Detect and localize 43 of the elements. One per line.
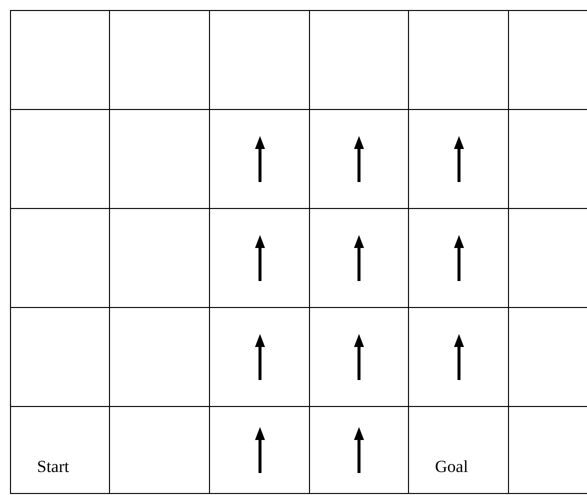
grid-cell	[11, 209, 109, 307]
grid-cell	[409, 407, 508, 493]
up-arrow	[353, 136, 365, 182]
grid-cell	[11, 407, 109, 493]
cell-label: Goal	[435, 456, 468, 478]
up-arrow	[353, 235, 365, 281]
up-arrow	[254, 136, 266, 182]
up-arrow	[353, 427, 365, 473]
grid-cell	[509, 11, 587, 109]
grid-cell	[310, 407, 408, 493]
grid-cell	[409, 11, 508, 109]
grid-cell	[509, 209, 587, 307]
grid-cell	[310, 308, 408, 406]
grid-cell	[110, 209, 209, 307]
grid-cell	[210, 11, 309, 109]
up-arrow	[254, 427, 266, 473]
grid-cell	[310, 110, 408, 208]
grid-cell	[310, 11, 408, 109]
grid-cell	[409, 308, 508, 406]
grid-cell	[310, 209, 408, 307]
up-arrow	[353, 334, 365, 380]
grid-cell	[110, 110, 209, 208]
cell-label: Start	[37, 456, 70, 478]
grid-cell	[11, 308, 109, 406]
up-arrow	[254, 334, 266, 380]
grid-cell	[509, 407, 587, 493]
grid-cell	[11, 110, 109, 208]
up-arrow	[452, 235, 464, 281]
up-arrow	[452, 136, 464, 182]
grid-cell	[210, 209, 309, 307]
grid-cell	[110, 11, 209, 109]
grid-cell	[210, 407, 309, 493]
grid-cell	[509, 308, 587, 406]
grid-cell	[409, 209, 508, 307]
grid-cell	[509, 110, 587, 208]
grid-cell	[210, 110, 309, 208]
grid-cell	[210, 308, 309, 406]
grid-cell	[11, 11, 109, 109]
up-arrow	[452, 334, 464, 380]
grid-cell	[409, 110, 508, 208]
up-arrow	[254, 235, 266, 281]
grid-cell	[110, 308, 209, 406]
grid-cell	[110, 407, 209, 493]
